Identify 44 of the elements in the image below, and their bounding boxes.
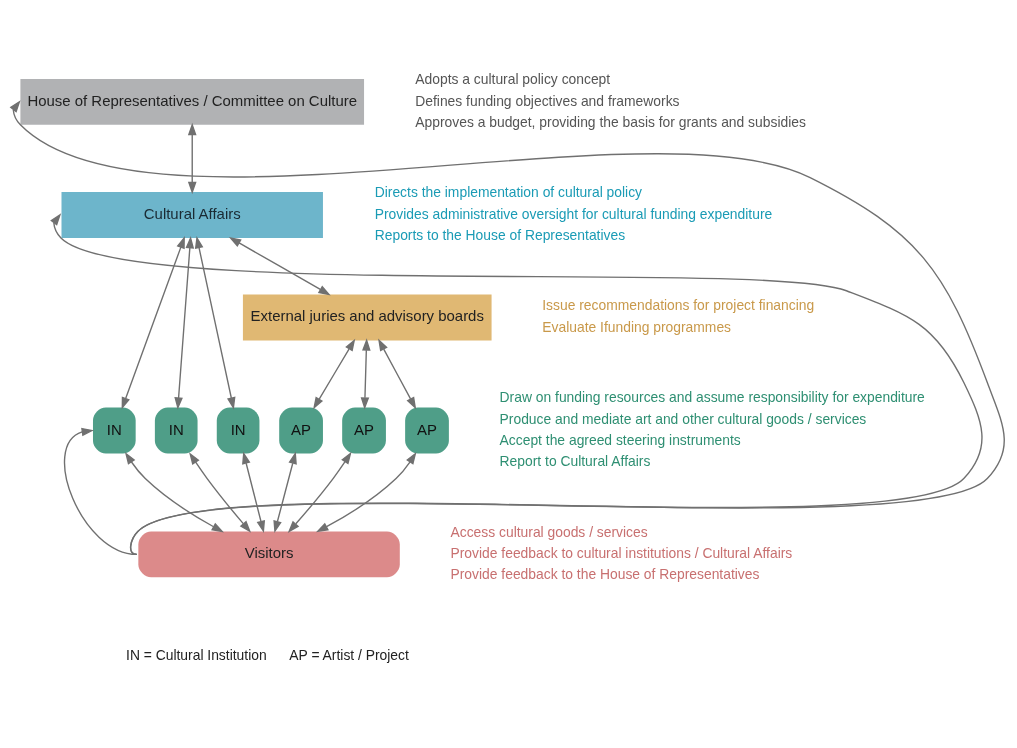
arrow	[121, 236, 185, 410]
label: Draw on funding resources and assume responsibility for expenditure	[499, 389, 925, 406]
node-label: Directs the implementation of cultural policy	[374, 184, 642, 201]
node-box: Visitors	[137, 531, 400, 578]
arrow	[315, 452, 416, 533]
node-box: IN	[216, 407, 259, 454]
label: IN = Cultural Institution	[125, 647, 267, 664]
arrow	[287, 451, 352, 533]
label: Report to Cultural Affairs	[499, 453, 650, 470]
arrow	[228, 237, 331, 296]
node-label: Adopts a cultural policy concept	[414, 71, 610, 88]
arrow	[124, 451, 224, 533]
arrow	[241, 451, 265, 534]
node-label: Provides administrative oversight for cultural funding expenditure	[374, 205, 772, 222]
node-label: Evaluate Ifunding programmes	[541, 318, 731, 335]
label: AP = Artist / Project	[288, 647, 409, 664]
arrow	[49, 213, 983, 556]
arrow	[187, 122, 197, 195]
node-label: Provide feedback to the House of Representatives	[449, 566, 759, 583]
arrow	[312, 338, 355, 410]
arrow	[63, 427, 137, 556]
node-label: Defines funding objectives and frameworks	[414, 92, 680, 109]
node-box: AP	[404, 407, 449, 454]
node-label: Issue recommendations for project financing	[541, 297, 814, 314]
node-label: Access cultural goods / services	[449, 523, 648, 540]
label: Accept the agreed steering instruments	[499, 431, 741, 448]
node-label: Reports to the House of Representatives	[374, 226, 625, 243]
arrow	[377, 338, 416, 410]
arrow	[272, 451, 297, 534]
label: Produce and mediate art and other cultural goods / services	[499, 410, 866, 427]
arrow	[360, 338, 371, 410]
node-box: IN	[154, 407, 198, 454]
arrow	[173, 236, 194, 410]
arrow	[188, 452, 251, 533]
node-box: IN	[92, 407, 136, 454]
arrow	[9, 100, 1005, 556]
node-label: Provide feedback to cultural institutions / Cultural Affairs	[449, 544, 792, 561]
node-box: AP	[341, 407, 386, 454]
node-label: Approves a budget, providing the basis for grants and subsidies	[414, 113, 806, 130]
arrow	[194, 236, 235, 410]
node-box: Cultural Affairs	[61, 192, 323, 238]
node-box: AP	[278, 407, 323, 454]
node-box: External juries and advisory boards	[242, 294, 492, 341]
node-box: House of Representatives / Committee on Culture	[19, 78, 364, 125]
